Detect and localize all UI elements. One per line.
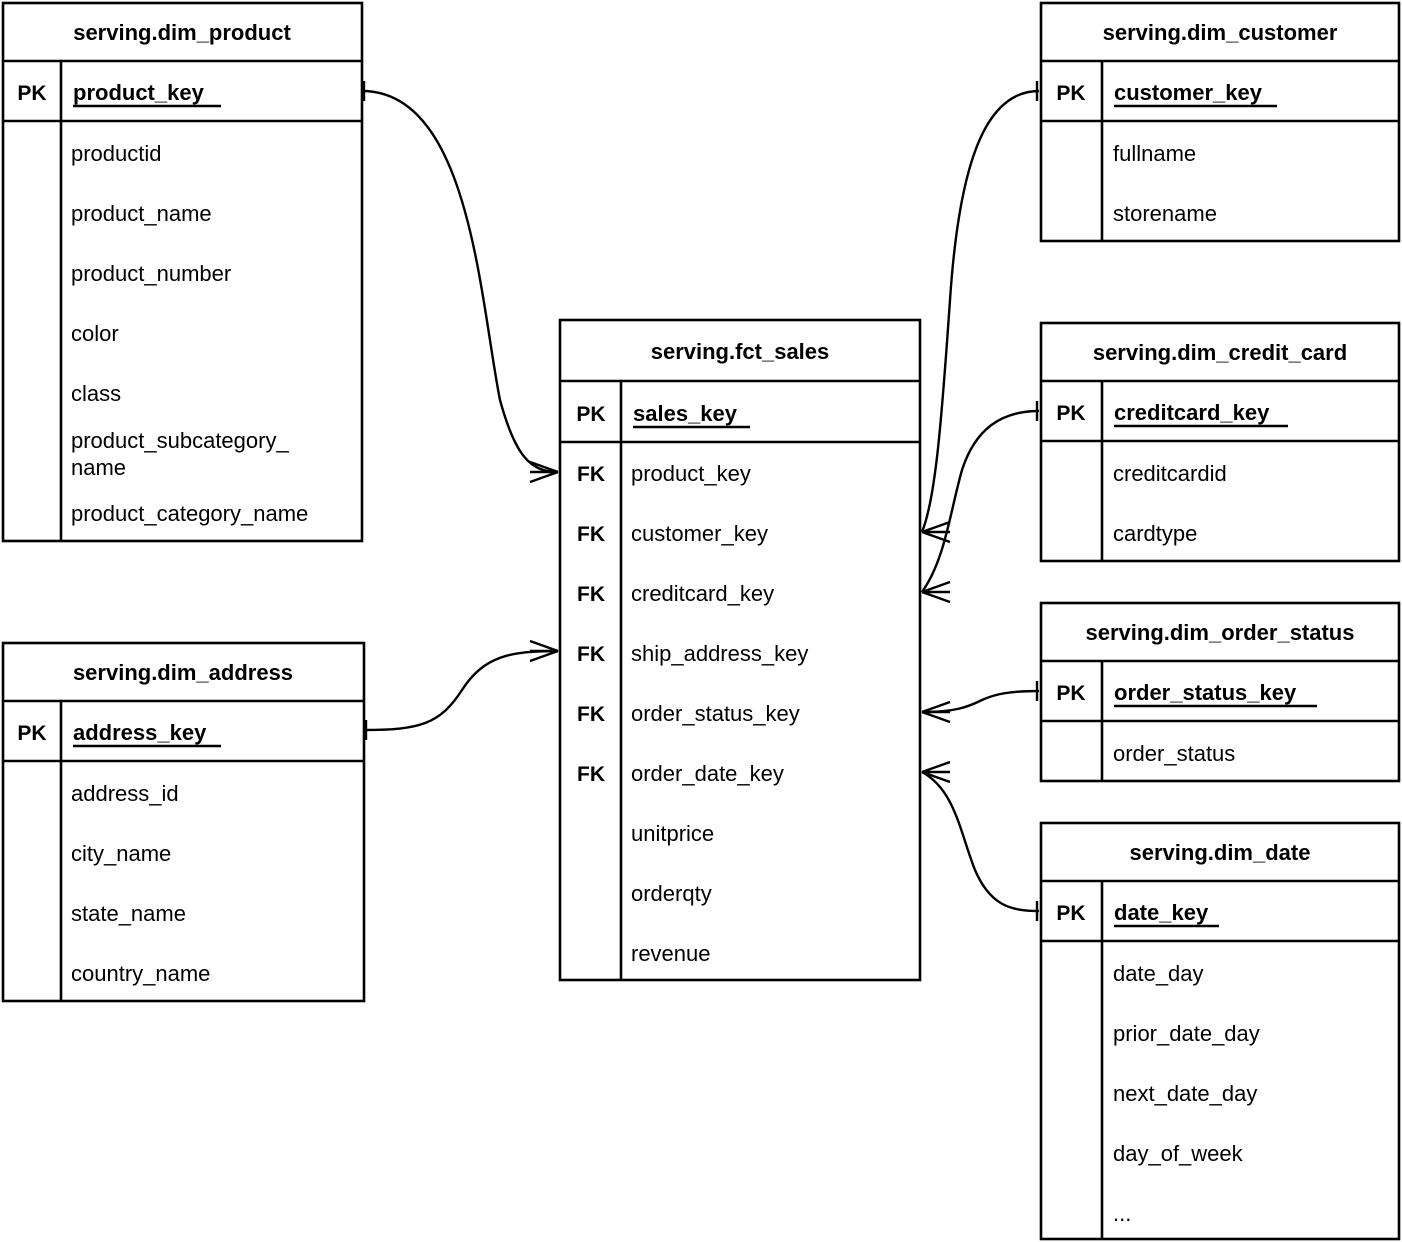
relationship-date[interactable] <box>921 760 1040 921</box>
column-fullname: fullname <box>1113 141 1196 166</box>
column-fct-ship-address-key: ship_address_key <box>631 641 808 666</box>
column-product-subcategory-name-wrap: name <box>71 455 126 480</box>
column-product-name: product_name <box>71 201 212 226</box>
column-fct-creditcard-key: creditcard_key <box>631 581 774 606</box>
table-title-dim-date: serving.dim_date <box>1130 840 1311 865</box>
pk-tag-dim-customer: PK <box>1056 82 1085 105</box>
column-fct-customer-key: customer_key <box>631 521 768 546</box>
pk-column-fct-sales: sales_key <box>633 401 738 426</box>
column-revenue: revenue <box>631 941 711 966</box>
table-fct-sales[interactable]: serving.fct_sales PK sales_key FK produc… <box>558 318 922 982</box>
column-cardtype: cardtype <box>1113 521 1197 546</box>
column-class: class <box>71 381 121 406</box>
column-prior-date-day: prior_date_day <box>1113 1021 1260 1046</box>
relationship-address[interactable] <box>363 639 559 740</box>
column-fct-product-key: product_key <box>631 461 751 486</box>
table-title-dim-customer: serving.dim_customer <box>1103 20 1338 45</box>
pk-tag-dim-date: PK <box>1056 902 1085 925</box>
table-title-dim-credit-card: serving.dim_credit_card <box>1093 340 1347 365</box>
pk-column-dim-credit-card: creditcard_key <box>1114 400 1270 425</box>
pk-tag-dim-address: PK <box>17 722 46 745</box>
column-product-number: product_number <box>71 261 231 286</box>
column-city-name: city_name <box>71 841 171 866</box>
column-storename: storename <box>1113 201 1217 226</box>
table-title-fct-sales: serving.fct_sales <box>651 339 830 364</box>
fk-tag-order-date-key: FK <box>577 763 605 786</box>
column-orderqty: orderqty <box>631 881 712 906</box>
fk-tag-creditcard-key: FK <box>577 583 605 606</box>
column-fct-order-date-key: order_date_key <box>631 761 784 786</box>
column-color: color <box>71 321 119 346</box>
column-product-category-name: product_category_name <box>71 501 308 526</box>
column-fct-order-status-key: order_status_key <box>631 701 800 726</box>
pk-tag-fct-sales: PK <box>576 403 605 426</box>
column-productid: productid <box>71 141 162 166</box>
column-order-status: order_status <box>1113 741 1235 766</box>
table-dim-order-status[interactable]: serving.dim_order_status PK order_status… <box>1039 601 1401 783</box>
column-product-subcategory-name: product_subcategory_ <box>71 428 289 453</box>
pk-column-dim-product: product_key <box>73 80 205 105</box>
table-title-dim-order-status: serving.dim_order_status <box>1086 620 1355 645</box>
table-dim-product[interactable]: serving.dim_product PK product_key produ… <box>1 1 364 543</box>
column-country-name: country_name <box>71 961 210 986</box>
table-dim-customer[interactable]: serving.dim_customer PK customer_key ful… <box>1039 1 1401 243</box>
relationship-customer[interactable] <box>920 81 1040 544</box>
column-state-name: state_name <box>71 901 186 926</box>
pk-column-dim-date: date_key <box>1114 900 1209 925</box>
table-title-dim-product: serving.dim_product <box>73 20 291 45</box>
pk-column-dim-address: address_key <box>73 720 207 745</box>
pk-tag-dim-credit-card: PK <box>1056 402 1085 425</box>
column-day-of-week: day_of_week <box>1113 1141 1244 1166</box>
fk-tag-customer-key: FK <box>577 523 605 546</box>
column-ellipsis: ... <box>1113 1201 1131 1226</box>
table-dim-address[interactable]: serving.dim_address PK address_key addre… <box>1 641 366 1003</box>
table-dim-credit-card[interactable]: serving.dim_credit_card PK creditcard_ke… <box>1039 321 1401 563</box>
table-title-dim-address: serving.dim_address <box>73 660 293 685</box>
table-dim-date[interactable]: serving.dim_date PK date_key date_day pr… <box>1039 821 1401 1241</box>
fk-tag-ship-address-key: FK <box>577 643 605 666</box>
relationship-connectors <box>361 81 1040 921</box>
column-date-day: date_day <box>1113 961 1204 986</box>
fk-tag-product-key: FK <box>577 463 605 486</box>
pk-column-dim-customer: customer_key <box>1114 80 1263 105</box>
column-next-date-day: next_date_day <box>1113 1081 1257 1106</box>
column-unitprice: unitprice <box>631 821 714 846</box>
pk-tag-dim-order-status: PK <box>1056 682 1085 705</box>
relationship-orderstatus[interactable] <box>921 681 1040 724</box>
pk-column-dim-order-status: order_status_key <box>1114 680 1297 705</box>
relationship-product[interactable] <box>361 81 559 484</box>
column-address-id: address_id <box>71 781 179 806</box>
column-creditcardid: creditcardid <box>1113 461 1227 486</box>
pk-tag-dim-product: PK <box>17 82 46 105</box>
relationship-creditcard[interactable] <box>921 401 1040 604</box>
fk-tag-order-status-key: FK <box>577 703 605 726</box>
